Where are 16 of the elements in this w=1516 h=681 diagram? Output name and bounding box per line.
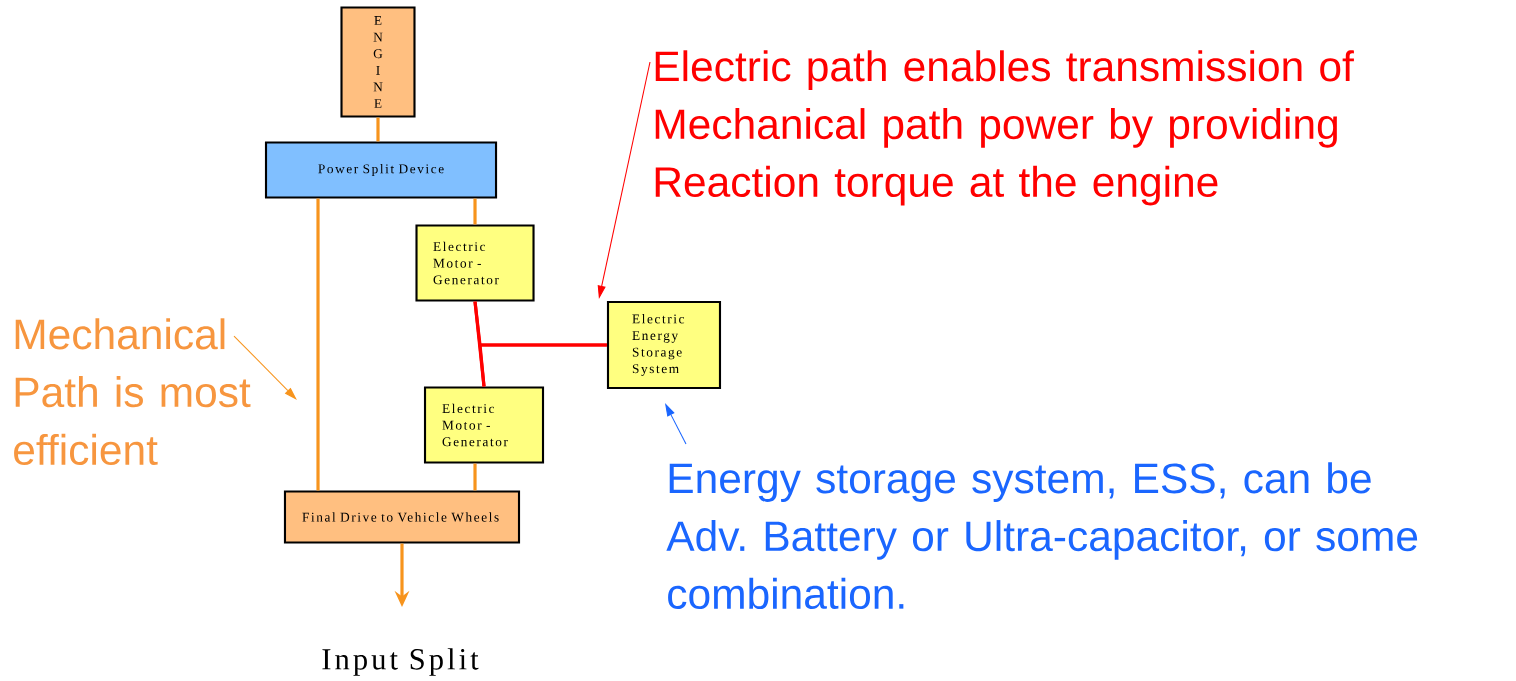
process-box: Final Drive to Vehicle Wheels <box>283 490 521 544</box>
engine-box: E N G I N E <box>340 6 416 118</box>
annotation-text: Energy storage system, ESS, can be Adv. Battery or Ultra-capacitor, or some combination. <box>666 462 1418 610</box>
process-box: Power Split Device <box>264 141 498 199</box>
connector-line <box>316 198 320 491</box>
annotation-text: Mechanical Path is most efficient <box>14 318 251 466</box>
connector-line <box>478 343 607 387</box>
leader-line <box>233 335 297 400</box>
process-box: Electric Motor - Generator <box>415 224 535 302</box>
connector-line <box>473 198 477 225</box>
connector-line <box>473 463 477 491</box>
annotation-text: Electric path enables transmission of Mechanical path power by providing Reaction torque at the engine <box>655 50 1354 206</box>
process-box: Electric Motor - Generator <box>423 386 545 464</box>
connector-line <box>376 117 380 142</box>
caption: Input Split <box>322 648 479 676</box>
process-box: Electric Energy Storage System <box>606 300 722 390</box>
